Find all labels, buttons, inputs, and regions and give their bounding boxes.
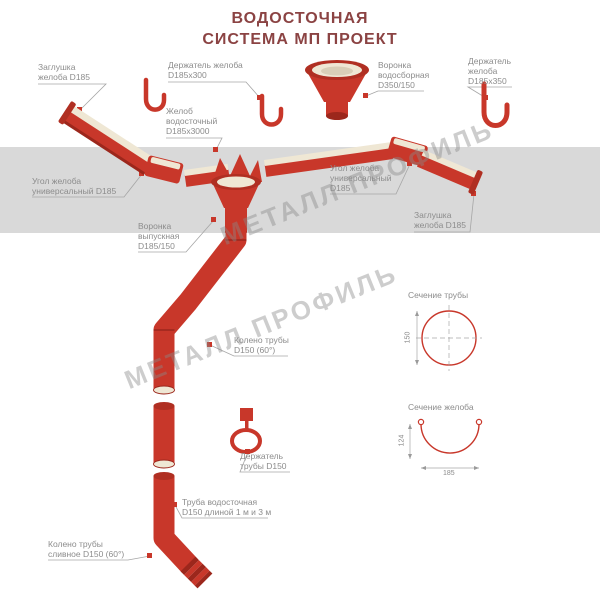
downpipe-upper-run [153, 208, 247, 395]
gutter-bracket-right-icon [481, 81, 510, 128]
page-title-line1: ВОДОСТОЧНАЯ [231, 10, 369, 27]
pipe-section-diameter: 150 [404, 331, 412, 344]
downpipe-middle-segment [153, 402, 175, 469]
gutter-section-title: Сечение желоба [408, 402, 474, 412]
label-corner-right: Угол желоба универсальный D185 [330, 163, 392, 193]
label-downpipe: Труба водосточная D150 длиной 1 м и 3 м [182, 497, 272, 517]
gutter-end-cap-left [58, 101, 76, 125]
ribbed-tip [180, 556, 213, 589]
gutter-section-height: 124 [398, 434, 406, 447]
gutter-bracket-mid-icon [259, 93, 284, 127]
label-corner-left: Угол желоба универсальный D185 [32, 176, 117, 196]
label-gutter-bracket-300: Держатель желоба D185х300 [168, 60, 243, 80]
gutter-bracket-parts [143, 77, 510, 128]
collector-funnel-part [305, 60, 369, 120]
label-gutter-bracket-350: Держатель желоба D185х350 [468, 56, 512, 86]
page-title: ВОДОСТОЧНАЯ СИСТЕМА МП ПРОЕКТ [0, 8, 600, 50]
drain-elbow-part [153, 472, 213, 589]
gutter-corner-left-part [144, 155, 184, 184]
label-end-cap-right: Заглушка желоба D185 [414, 210, 466, 230]
pipe-bracket-part [230, 408, 262, 454]
label-drain-elbow: Колено трубы сливное D150 (60°) [48, 539, 125, 559]
gutter-bracket-left-icon [143, 77, 167, 112]
page-title-line2: СИСТЕМА МП ПРОЕКТ [202, 31, 398, 48]
gutter-corner-right-part [386, 136, 428, 166]
label-pipe-elbow: Колено трубы D150 (60°) [234, 335, 289, 355]
gutter-section-width: 185 [443, 470, 455, 477]
gutter-end-cap-right [468, 170, 483, 195]
gutter-section-diagram [408, 418, 483, 470]
label-end-cap-left: Заглушка желоба D185 [38, 62, 90, 82]
label-gutter: Желоб водосточный D185х3000 [166, 106, 218, 136]
gutter-run-right [416, 150, 483, 195]
label-pipe-bracket: Держатель трубы D150 [240, 451, 287, 471]
pipe-section-title: Сечение трубы [408, 290, 469, 300]
label-outlet-funnel: Воронка выпускная D185/150 [138, 221, 180, 251]
leader-lines [32, 81, 512, 561]
label-collector-funnel: Воронка водосборная D350/150 [378, 60, 430, 90]
gutter-run-middle-right [264, 142, 394, 177]
pipe-section-diagram [415, 305, 482, 371]
gutter-run-left [58, 101, 155, 176]
